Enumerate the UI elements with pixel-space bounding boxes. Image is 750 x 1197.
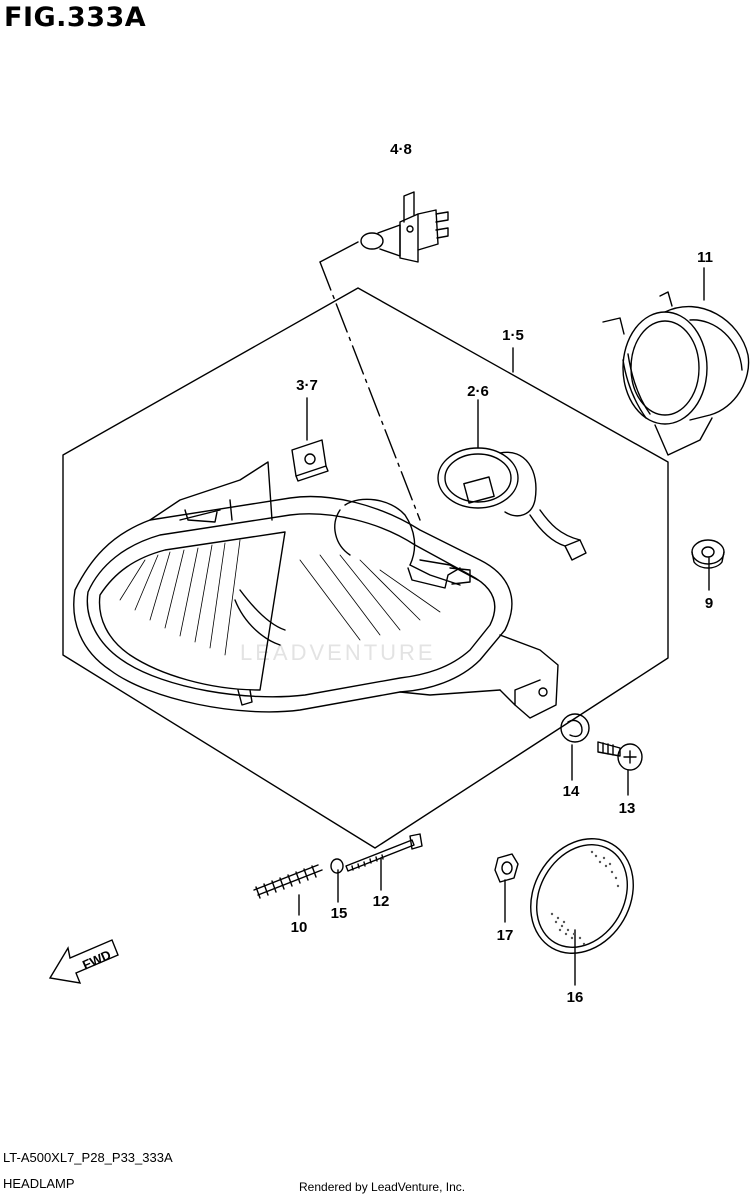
render-credit: Rendered by LeadVenture, Inc. xyxy=(299,1180,466,1194)
callout-16: 16 xyxy=(567,989,584,1006)
screw-part xyxy=(597,741,643,771)
nut-part xyxy=(494,853,519,883)
grommet-part xyxy=(691,539,725,569)
socket-part xyxy=(437,447,587,561)
callout-9: 9 xyxy=(705,595,713,612)
reflector-part xyxy=(530,838,634,954)
parts-diagram: FWD 4·8 1·5 3·7 2·6 11 9 14 13 10 15 12 … xyxy=(48,141,750,1006)
reflector-lines xyxy=(119,539,441,656)
callout-13: 13 xyxy=(619,800,636,817)
reflector-texture xyxy=(550,850,620,946)
washer-part xyxy=(330,858,344,874)
callout-2-6: 2·6 xyxy=(467,383,489,400)
bolt-part xyxy=(345,833,423,872)
callout-4-8: 4·8 xyxy=(390,141,412,158)
figure-title: FIG.333A xyxy=(4,2,147,33)
diagram-name: HEADLAMP xyxy=(3,1176,75,1191)
diagram-code: LT-A500XL7_P28_P33_333A xyxy=(3,1150,173,1165)
callout-12: 12 xyxy=(373,893,390,910)
callout-14: 14 xyxy=(563,783,580,800)
callout-3-7: 3·7 xyxy=(296,377,318,394)
watermark: LEADVENTURE xyxy=(240,640,436,665)
fwd-arrow-label: FWD xyxy=(80,947,113,973)
headlamp-housing xyxy=(73,461,559,719)
clip-part xyxy=(291,439,329,482)
bulb-part xyxy=(360,191,449,263)
callout-15: 15 xyxy=(331,905,348,922)
leader-4-8 xyxy=(319,241,359,263)
assembly-outline xyxy=(62,287,669,849)
leader-4-8-dash xyxy=(319,261,421,521)
callout-11: 11 xyxy=(697,249,713,266)
fwd-arrow: FWD xyxy=(48,939,119,984)
callout-17: 17 xyxy=(497,927,514,944)
retainer-ring-part xyxy=(602,291,750,456)
bushing-part xyxy=(560,713,590,743)
callout-1-5: 1·5 xyxy=(502,327,524,344)
spring-part xyxy=(253,864,323,899)
callout-10: 10 xyxy=(291,919,308,936)
